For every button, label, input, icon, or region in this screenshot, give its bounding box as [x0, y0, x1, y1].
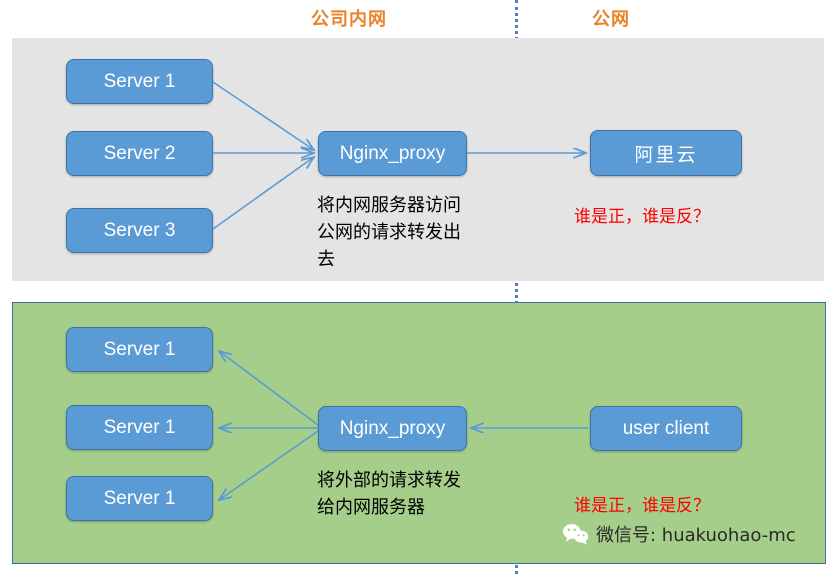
top-section-caption: 将内网服务器访问公网的请求转发出去 — [317, 195, 461, 270]
node-label: Server 1 — [103, 70, 176, 92]
network-boundary-divider — [515, 0, 518, 574]
top-nginx-proxy-node: Nginx_proxy — [318, 131, 467, 176]
zone-label-public: 公网 — [592, 9, 630, 29]
node-label: Server 2 — [103, 142, 176, 164]
bottom-nginx-proxy-node: Nginx_proxy — [318, 406, 467, 451]
node-label: Server 1 — [103, 338, 176, 360]
node-label: Nginx_proxy — [339, 417, 446, 439]
zone-label-intranet: 公司内网 — [311, 9, 387, 29]
bottom-server-1-node: Server 1 — [66, 327, 213, 372]
top-server-1-node: Server 1 — [66, 59, 213, 104]
top-server-2-node: Server 2 — [66, 131, 213, 176]
node-label: 阿里云 — [634, 144, 698, 166]
node-label: user client — [622, 417, 710, 439]
bottom-section-caption: 将外部的请求转发给内网服务器 — [317, 470, 461, 518]
user-client-node: user client — [590, 406, 742, 451]
node-label: Nginx_proxy — [339, 142, 446, 164]
wechat-id-text: 微信号: huakuohao-mc — [596, 525, 796, 546]
wechat-footer: 微信号: huakuohao-mc — [562, 521, 796, 547]
bottom-server-2-node: Server 1 — [66, 405, 213, 450]
top-section-question-note: 谁是正，谁是反？ — [574, 207, 710, 227]
node-label: Server 1 — [103, 416, 176, 438]
bottom-server-3-node: Server 1 — [66, 476, 213, 521]
top-server-3-node: Server 3 — [66, 208, 213, 253]
node-label: Server 1 — [103, 487, 176, 509]
bottom-section-question-note: 谁是正，谁是反？ — [574, 496, 710, 516]
node-label: Server 3 — [103, 219, 176, 241]
wechat-icon — [562, 524, 589, 545]
aliyun-cloud-node: 阿里云 — [590, 130, 742, 176]
